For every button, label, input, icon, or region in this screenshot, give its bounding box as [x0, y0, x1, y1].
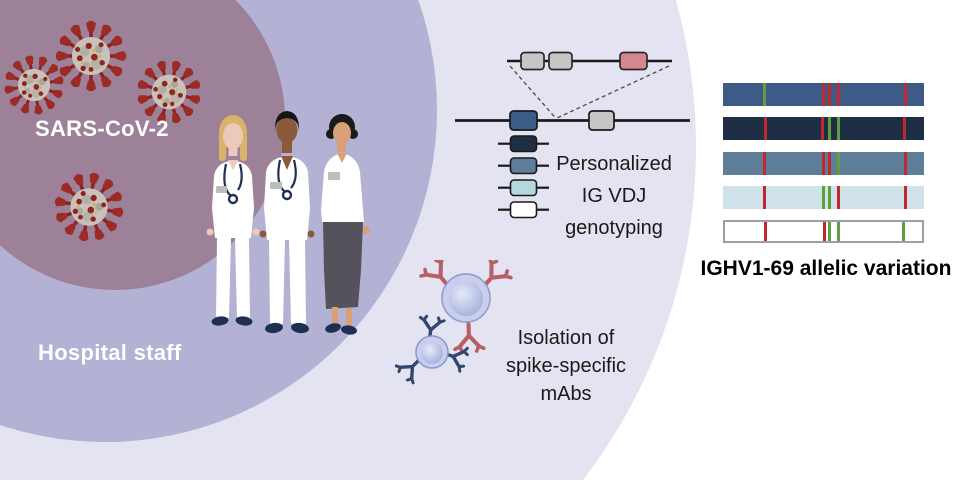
snp-mark-red	[822, 151, 826, 175]
snp-mark-red	[764, 222, 768, 242]
b-cell-small	[395, 313, 471, 386]
stethoscope-icon	[227, 193, 239, 205]
snp-mark-red	[827, 83, 831, 106]
allele-bar-5	[723, 220, 924, 244]
genotyping-caption: Personalized IG VDJ genotyping	[514, 148, 714, 244]
b-cells-antibodies	[395, 260, 520, 386]
snp-mark-green	[902, 222, 906, 242]
genotyping-line1: Personalized	[556, 153, 672, 175]
isolation-line2: spike-specific	[505, 355, 627, 377]
snp-mark-red	[903, 185, 907, 209]
gene-segment-gray	[520, 51, 545, 71]
snp-mark-green	[836, 117, 840, 141]
snp-mark-red	[836, 83, 840, 106]
genotyping-line2: IG VDJ	[581, 185, 647, 207]
genotyping-line3: genotyping	[565, 217, 663, 239]
snp-mark-red	[822, 83, 826, 106]
snp-mark-green	[828, 117, 832, 141]
snp-mark-green	[762, 83, 766, 106]
stethoscope-icon	[281, 189, 293, 201]
staff-member-1	[206, 115, 260, 326]
staff-member-2	[259, 111, 315, 334]
allele-bar-1	[723, 83, 924, 106]
allele-bar-4	[723, 185, 924, 209]
snp-mark-green	[827, 185, 831, 209]
snp-mark-green	[836, 222, 840, 242]
allele-bars	[723, 83, 924, 244]
gene-segment-gray	[588, 110, 615, 131]
snp-mark-green	[836, 151, 840, 175]
gene-segment-pink	[619, 51, 648, 71]
snp-mark-red	[762, 185, 766, 209]
allele-bar-2	[723, 117, 924, 141]
snp-mark-red	[903, 151, 907, 175]
id-badge	[270, 182, 282, 189]
staff-member-3	[321, 114, 370, 335]
gene-segment-blue	[509, 110, 538, 131]
snp-mark-red	[903, 117, 907, 141]
hospital-staff-figures	[206, 111, 370, 335]
isolation-line1: Isolation of	[517, 327, 615, 349]
ig-vdj-gene-diagram	[455, 51, 690, 219]
snp-mark-red	[762, 151, 766, 175]
snp-mark-red	[836, 185, 840, 209]
snp-mark-green	[827, 222, 831, 242]
virus-icon	[40, 158, 138, 256]
allelic-variation-label: IGHV1-69 allelic variation	[700, 257, 952, 280]
id-badge	[216, 186, 227, 193]
isolation-caption: Isolation of spike-specific mAbs	[466, 324, 666, 408]
snp-mark-green	[822, 185, 826, 209]
gene-segment-gray	[548, 51, 573, 71]
snp-mark-red	[763, 117, 767, 141]
virus-icon	[56, 21, 127, 92]
allele-bar-3	[723, 151, 924, 175]
snp-mark-red	[827, 151, 831, 175]
snp-mark-red	[903, 83, 907, 106]
hospital-staff-label: Hospital staff	[38, 340, 182, 365]
snp-mark-red	[822, 222, 826, 242]
id-badge	[328, 172, 340, 180]
isolation-line3: mAbs	[540, 383, 592, 405]
snp-mark-red	[821, 117, 825, 141]
allele-stack	[498, 135, 549, 219]
sars-cov-2-label: SARS-CoV-2	[35, 116, 169, 141]
b-cell-large	[419, 260, 512, 352]
